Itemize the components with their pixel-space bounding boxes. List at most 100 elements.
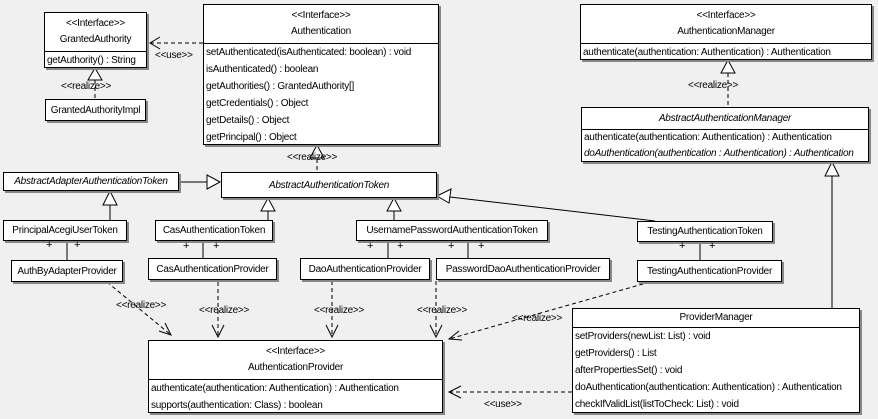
- realize-label: <<realize>>: [314, 305, 365, 316]
- method: isAuthenticated() : boolean: [206, 64, 319, 75]
- method: authenticate(authentication: Authenticat…: [151, 383, 399, 394]
- edge-realize-abstractauthenticationtoken: [309, 143, 325, 172]
- class-methods: setProviders(newList: List) : void getPr…: [573, 327, 859, 413]
- edge-triangle-arrowhead: [87, 67, 103, 81]
- class-name: DaoAuthenticationProvider: [308, 263, 422, 275]
- class-name: UsernamePasswordAuthenticationToken: [366, 225, 538, 236]
- class-name: Authentication: [291, 26, 351, 37]
- edge-open-arrowhead: [149, 36, 161, 50]
- class-authentication-manager: <<Interface>> AuthenticationManager auth…: [580, 4, 872, 60]
- class-stereotype: <<Interface>>: [65, 18, 126, 29]
- class-dao-authentication-provider: DaoAuthenticationProvider: [300, 258, 430, 280]
- edge-realize-abstractauthenticationmanager: [720, 58, 736, 107]
- multiplicity-label: +: [183, 240, 190, 252]
- class-username-password-authentication-token: UsernamePasswordAuthenticationToken: [356, 220, 548, 241]
- class-methods: setAuthenticated(isAuthenticated: boolea…: [204, 43, 438, 146]
- class-name: AuthByAdapterProvider: [17, 265, 117, 277]
- method: supports(authentication: Class) : boolea…: [151, 400, 323, 411]
- edge-realize-grantedauthorityimpl: [87, 67, 103, 99]
- class-cas-authentication-provider: CasAuthenticationProvider: [148, 258, 277, 280]
- class-stereotype: <<Interface>>: [696, 10, 756, 21]
- class-granted-authority-impl: GrantedAuthorityImpl: [45, 99, 146, 121]
- edge-triangle-arrowhead: [435, 188, 452, 204]
- method: authenticate(authentication: Authenticat…: [583, 47, 831, 58]
- class-name: AbstractAdapterAuthenticationToken: [14, 176, 168, 187]
- realize-label: <<realize>>: [417, 305, 468, 316]
- edge-open-arrowhead: [447, 330, 463, 341]
- method: doAuthentication(authentication: Authent…: [575, 382, 842, 393]
- edge-use-authentication-grantedauthority: [149, 36, 203, 50]
- class-name: AuthenticationProvider: [247, 362, 344, 373]
- edge-triangle-arrowhead: [720, 58, 736, 74]
- class-authentication: <<Interface>> Authentication setAuthenti…: [203, 4, 439, 145]
- class-cas-authentication-token: CasAuthenticationToken: [155, 220, 273, 241]
- edge-use-providermanager: [447, 385, 572, 399]
- class-name: AuthenticationManager: [677, 26, 775, 37]
- class-header: <<Interface>> GrantedAuthority: [45, 13, 146, 51]
- class-header: <<Interface>> Authentication: [204, 5, 438, 43]
- method: afterPropertiesSet() : void: [575, 365, 683, 376]
- edge-open-arrowhead: [158, 322, 172, 336]
- edge-open-arrowhead: [211, 324, 225, 339]
- class-name: TestingAuthenticationToken: [647, 226, 763, 237]
- realize-label: <<realize>>: [512, 313, 563, 324]
- class-methods: authenticate(authentication: Authenticat…: [582, 129, 868, 162]
- edge-triangle-arrowhead: [260, 196, 276, 212]
- multiplicity-label: +: [478, 240, 485, 252]
- method: getProviders() : List: [575, 348, 657, 359]
- method: doAuthentication(authentication : Authen…: [584, 148, 854, 159]
- edge-gen-usernamepasswordtoken: [386, 196, 402, 220]
- realize-label: <<realize>>: [61, 81, 112, 92]
- edge-gen-principaltoken: [102, 189, 118, 220]
- method: getAuthorities() : GrantedAuthority[]: [206, 81, 355, 92]
- method: getAuthority() : String: [47, 55, 136, 66]
- multiplicity-label: +: [74, 239, 81, 251]
- class-header: <<Interface>> AuthenticationProvider: [149, 341, 442, 379]
- class-provider-manager: ProviderManager setProviders(newList: Li…: [572, 308, 860, 413]
- edge-triangle-arrowhead: [386, 196, 402, 212]
- class-abstract-authentication-token: AbstractAuthenticationToken: [221, 172, 437, 198]
- multiplicity-label: +: [397, 240, 404, 252]
- class-name: GrantedAuthority: [59, 34, 132, 45]
- realize-label: <<realize>>: [287, 152, 338, 163]
- edge-open-arrowhead: [447, 385, 462, 399]
- edge-realize-daoprovider: [325, 281, 339, 339]
- class-name: GrantedAuthorityImpl: [50, 104, 141, 116]
- class-name: CasAuthenticationProvider: [156, 263, 269, 275]
- edge-open-arrowhead: [325, 324, 339, 339]
- edge-realize-casprovider: [211, 282, 225, 339]
- edge-triangle-arrowhead: [102, 189, 118, 206]
- class-name: AbstractAuthenticationManager: [658, 113, 792, 124]
- class-name: PasswordDaoAuthenticationProvider: [445, 263, 601, 275]
- class-authentication-provider: <<Interface>> AuthenticationProvider aut…: [148, 340, 443, 413]
- multiplicity-label: +: [709, 240, 716, 252]
- multiplicity-label: +: [679, 240, 686, 252]
- method: getCredentials() : Object: [206, 98, 309, 109]
- class-name: ProviderManager: [679, 312, 753, 323]
- use-label: <<use>>: [484, 399, 522, 410]
- class-principal-acegi-user-token: PrincipalAcegiUserToken: [3, 220, 127, 241]
- class-abstract-authentication-manager: AbstractAuthenticationManager authentica…: [581, 107, 869, 162]
- multiplicity-label: +: [213, 240, 220, 252]
- edge-realize-authbyadapterprovider: [106, 281, 172, 336]
- class-header: AbstractAuthenticationManager: [582, 108, 868, 129]
- class-stereotype: <<Interface>>: [265, 346, 326, 357]
- method: checkIfValidList(listToCheck: List) : vo…: [575, 399, 739, 410]
- class-name: CasAuthenticationToken: [162, 225, 266, 236]
- class-header: <<Interface>> AuthenticationManager: [581, 5, 871, 43]
- class-methods: authenticate(authentication: Authenticat…: [149, 379, 442, 414]
- class-granted-authority: <<Interface>> GrantedAuthority getAuthor…: [44, 12, 147, 68]
- realize-label: <<realize>>: [116, 300, 167, 311]
- class-password-dao-authentication-provider: PasswordDaoAuthenticationProvider: [436, 258, 610, 280]
- method: getPrincipal() : Object: [206, 132, 297, 143]
- edge-gen-testingtoken: [435, 188, 656, 222]
- method: setProviders(newList: List) : void: [575, 331, 711, 342]
- class-abstract-adapter-authentication-token: AbstractAdapterAuthenticationToken: [3, 172, 179, 191]
- multiplicity-label: +: [46, 239, 53, 251]
- edge-line: [449, 196, 656, 222]
- edge-triangle-arrowhead: [824, 160, 840, 177]
- edge-triangle-arrowhead: [309, 143, 325, 159]
- class-name: AbstractAuthenticationToken: [268, 179, 390, 191]
